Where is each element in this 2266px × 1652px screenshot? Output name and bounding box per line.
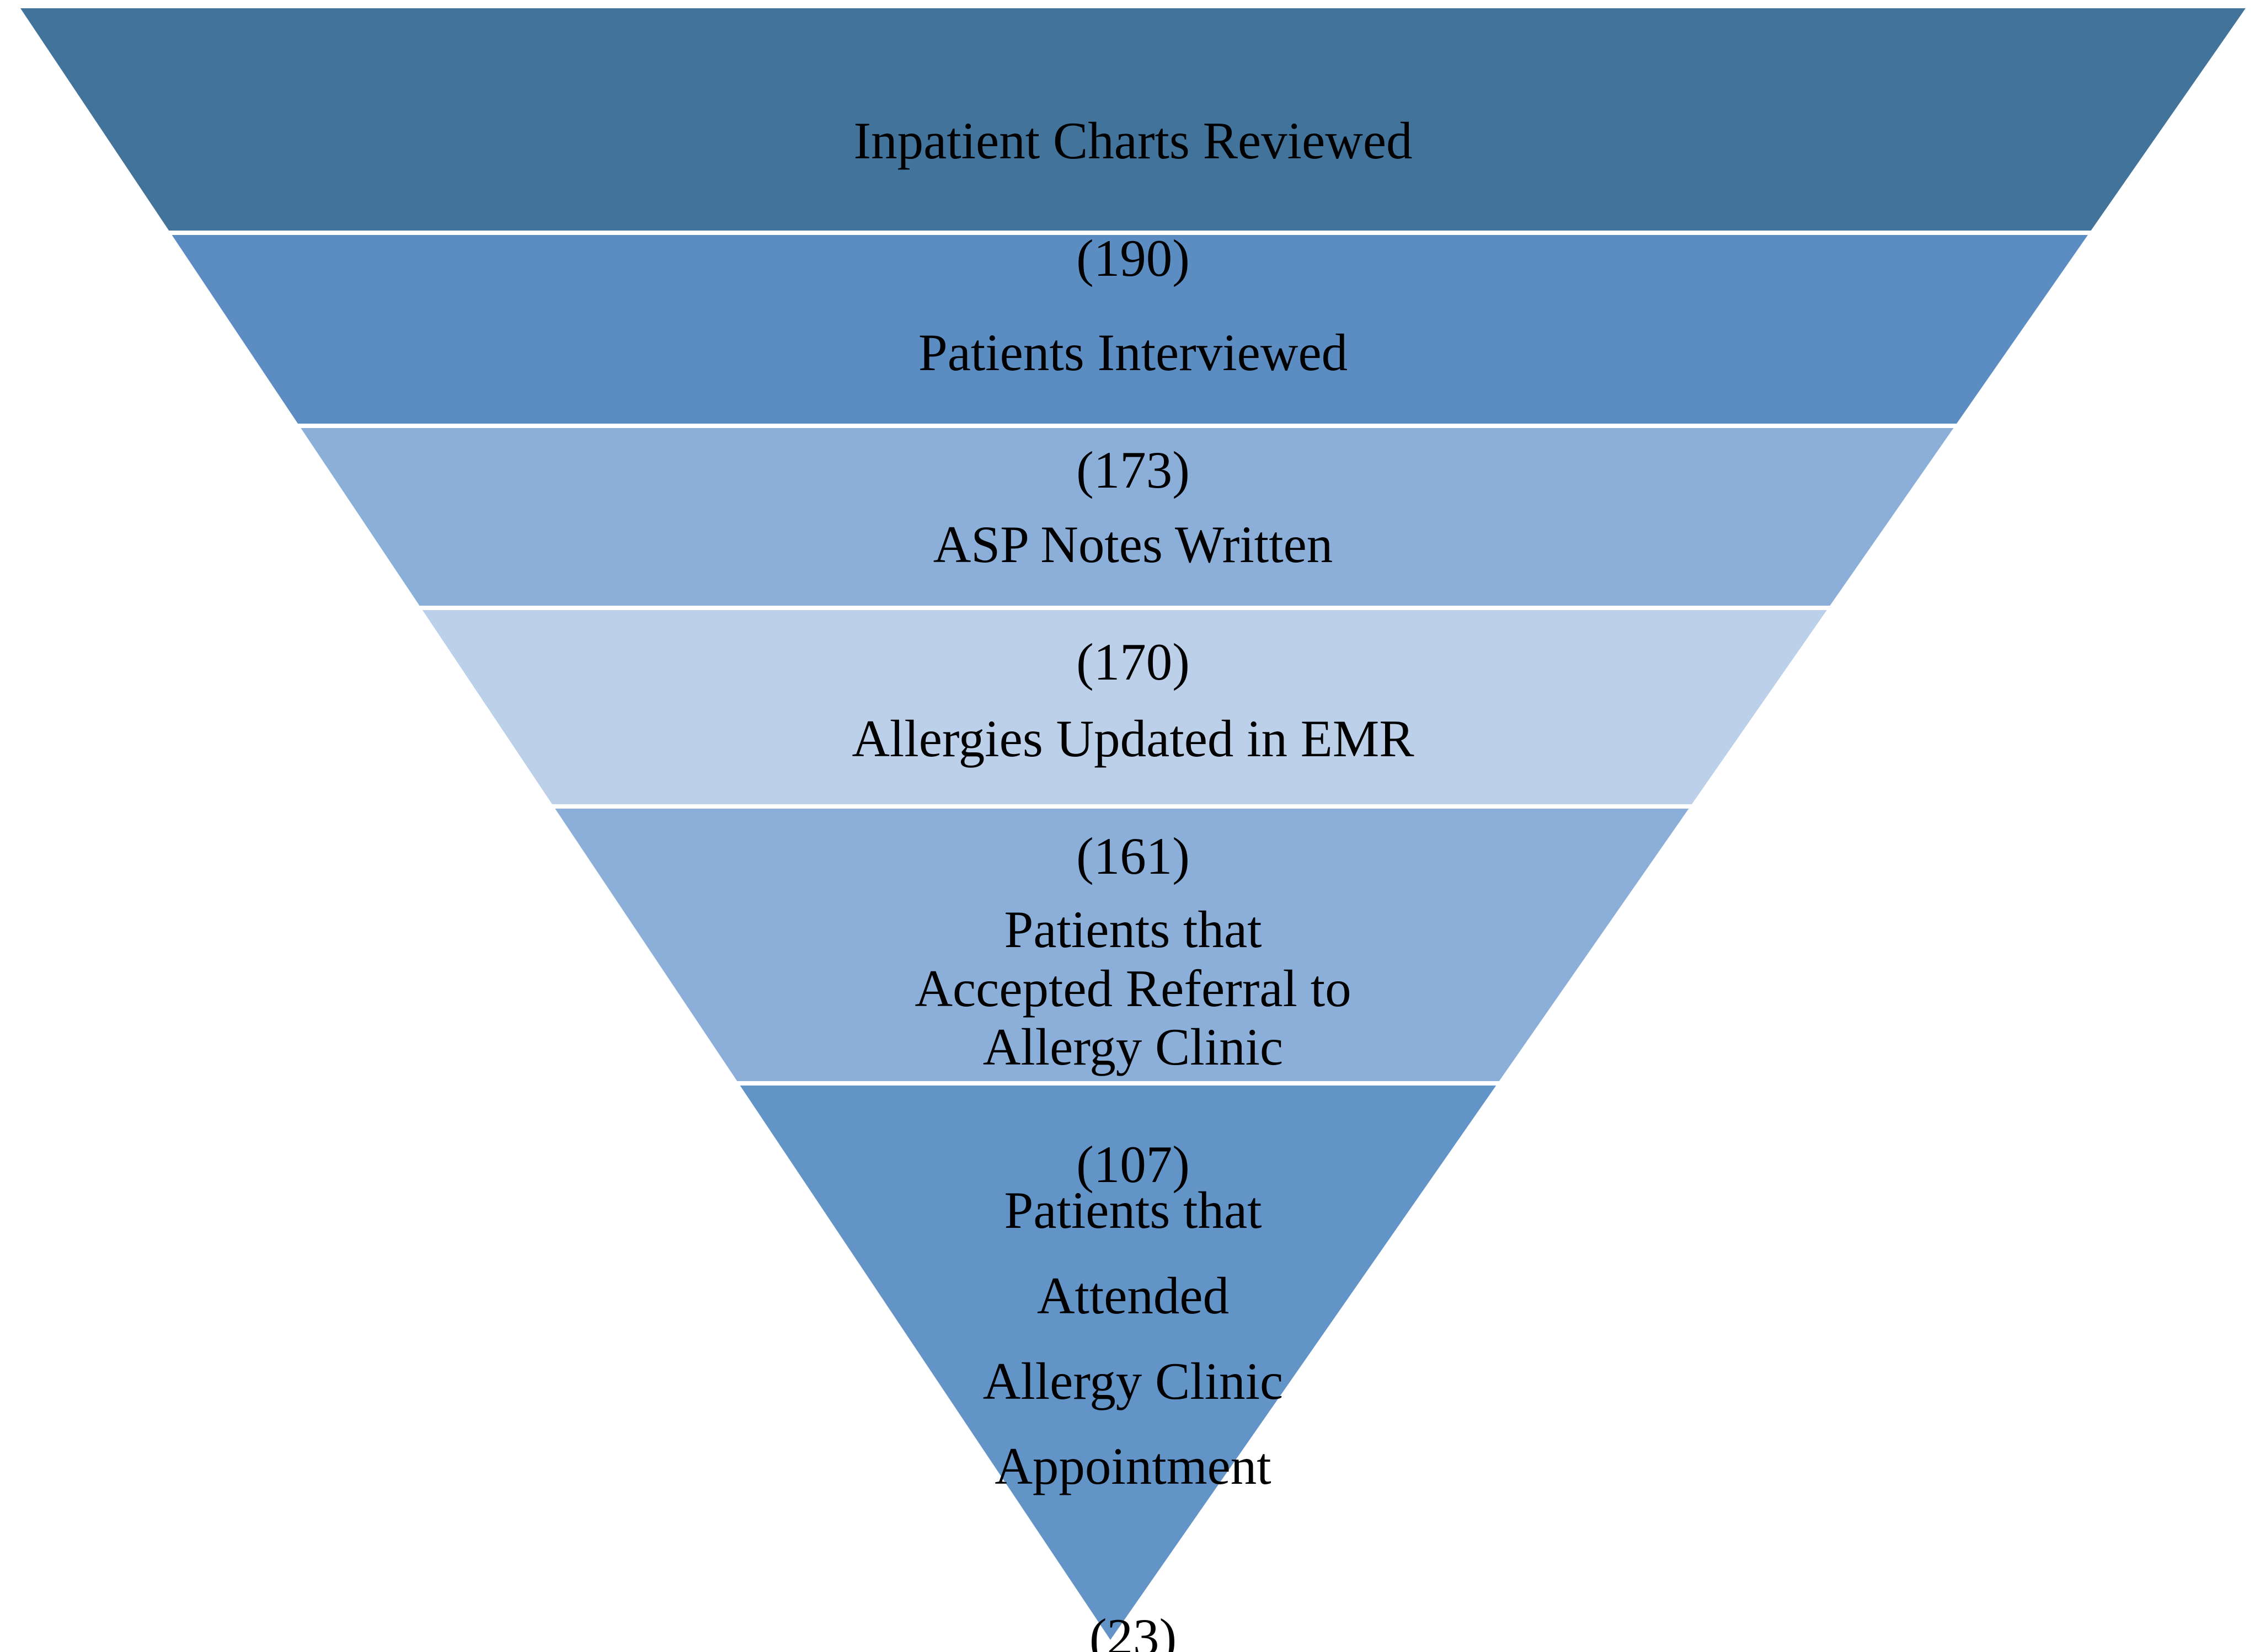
funnel-band-5 [20, 1086, 2246, 1640]
funnel-bands [20, 8, 2246, 1640]
funnel-band-4 [20, 809, 2246, 1081]
funnel-band-3 [20, 610, 2246, 804]
funnel-band-0 [20, 8, 2246, 231]
funnel-band-1 [20, 235, 2246, 424]
funnel-band-2 [20, 428, 2246, 606]
